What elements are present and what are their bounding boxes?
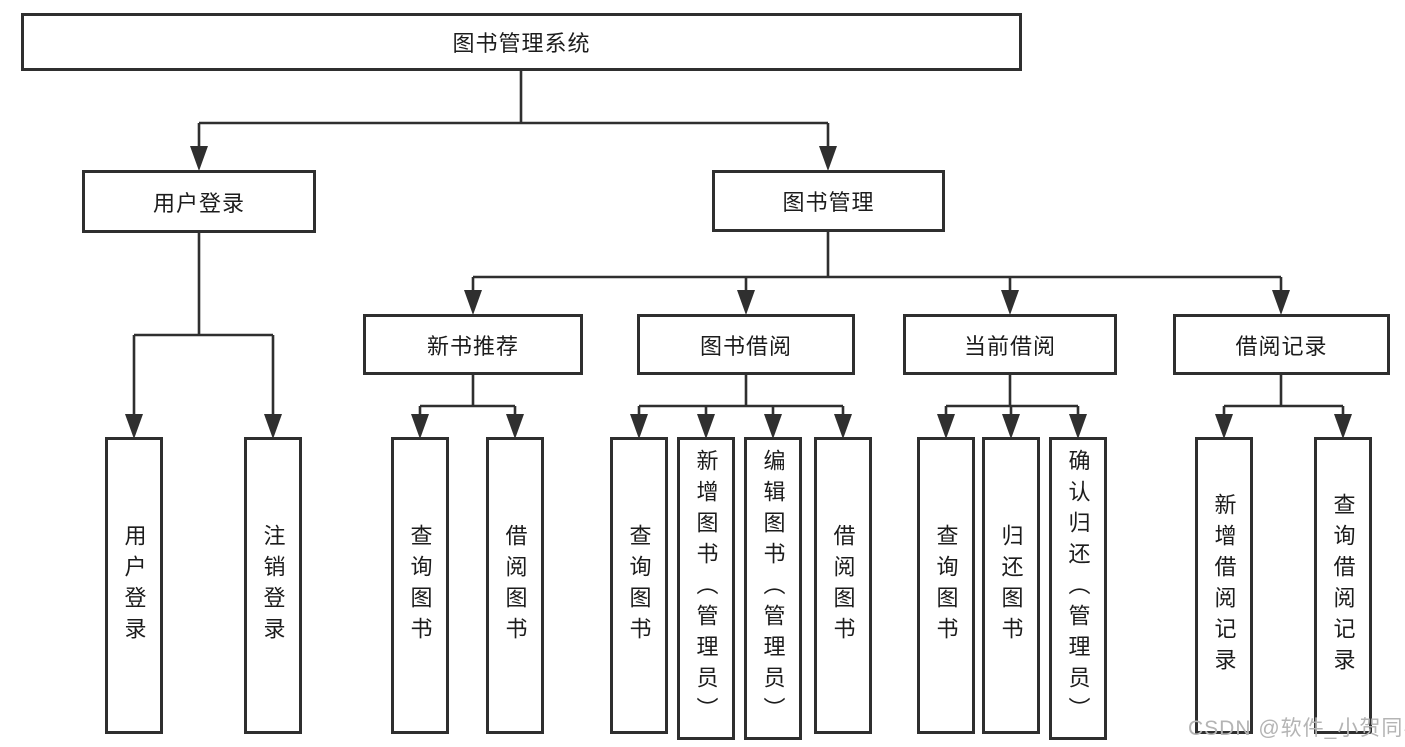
node-borrow-records-label: 借阅记录 <box>1235 333 1328 359</box>
leaf-confirm-return-admin-label: 确认归还（管理员） <box>1065 449 1091 728</box>
leaf-borrow-books-1-label: 借阅图书 <box>502 523 528 648</box>
arrowhead <box>1002 414 1020 439</box>
arrowheads <box>125 146 1352 439</box>
leaf-query-borrow-record: 查询借阅记录 <box>1314 437 1372 734</box>
leaf-user-login-label: 用户登录 <box>121 523 147 648</box>
leaf-add-borrow-record: 新增借阅记录 <box>1195 437 1253 734</box>
arrowhead <box>464 290 482 315</box>
arrowhead <box>697 414 715 439</box>
node-new-book-recommend: 新书推荐 <box>363 314 583 375</box>
leaf-query-books-2-label: 查询图书 <box>626 523 652 648</box>
node-book-borrow-label: 图书借阅 <box>699 333 792 359</box>
leaf-edit-books-admin-label: 编辑图书（管理员） <box>760 449 786 728</box>
node-current-borrow: 当前借阅 <box>903 314 1117 375</box>
arrowhead <box>819 146 837 171</box>
arrowhead <box>1215 414 1233 439</box>
leaf-borrow-books-2-label: 借阅图书 <box>830 523 856 648</box>
node-book-borrow: 图书借阅 <box>637 314 855 375</box>
node-root: 图书管理系统 <box>21 13 1022 71</box>
leaf-query-books-1: 查询图书 <box>391 437 449 734</box>
arrowhead <box>506 414 524 439</box>
leaf-return-books: 归还图书 <box>982 437 1040 734</box>
node-borrow-records: 借阅记录 <box>1173 314 1390 375</box>
leaf-query-books-3: 查询图书 <box>917 437 975 734</box>
tree-edges <box>132 71 1345 420</box>
leaf-add-books-admin: 新增图书（管理员） <box>677 437 735 740</box>
leaf-logout: 注销登录 <box>244 437 302 734</box>
arrowhead <box>1272 290 1290 315</box>
csdn-watermark: CSDN @软件_小贺同学 <box>1188 717 1405 740</box>
leaf-query-borrow-record-label: 查询借阅记录 <box>1330 492 1356 679</box>
arrowhead <box>630 414 648 439</box>
arrowhead <box>1001 290 1019 315</box>
leaf-logout-label: 注销登录 <box>260 523 286 648</box>
leaf-query-books-1-label: 查询图书 <box>407 523 433 648</box>
leaf-query-books-2: 查询图书 <box>610 437 668 734</box>
arrowhead <box>125 414 143 439</box>
leaf-user-login: 用户登录 <box>105 437 163 734</box>
arrowhead <box>190 146 208 171</box>
arrowhead <box>411 414 429 439</box>
arrowhead <box>1069 414 1087 439</box>
node-book-management-label: 图书管理 <box>782 190 875 215</box>
leaf-add-borrow-record-label: 新增借阅记录 <box>1211 492 1237 679</box>
leaf-query-books-3-label: 查询图书 <box>933 523 959 648</box>
node-user-login: 用户登录 <box>82 170 316 233</box>
leaf-confirm-return-admin: 确认归还（管理员） <box>1049 437 1107 740</box>
leaf-add-books-admin-label: 新增图书（管理员） <box>693 449 719 728</box>
arrowhead <box>1334 414 1352 439</box>
node-current-borrow-label: 当前借阅 <box>963 333 1056 359</box>
node-user-login-label: 用户登录 <box>152 190 245 216</box>
arrowhead <box>737 290 755 315</box>
leaf-edit-books-admin: 编辑图书（管理员） <box>744 437 802 740</box>
arrowhead <box>937 414 955 439</box>
leaf-borrow-books-2: 借阅图书 <box>814 437 872 734</box>
arrowhead <box>764 414 782 439</box>
leaf-borrow-books-1: 借阅图书 <box>486 437 544 734</box>
node-root-label: 图书管理系统 <box>452 31 591 56</box>
node-book-management: 图书管理 <box>712 170 945 232</box>
node-new-book-recommend-label: 新书推荐 <box>426 333 519 359</box>
arrowhead <box>834 414 852 439</box>
leaf-return-books-label: 归还图书 <box>998 523 1024 648</box>
arrowhead <box>264 414 282 439</box>
